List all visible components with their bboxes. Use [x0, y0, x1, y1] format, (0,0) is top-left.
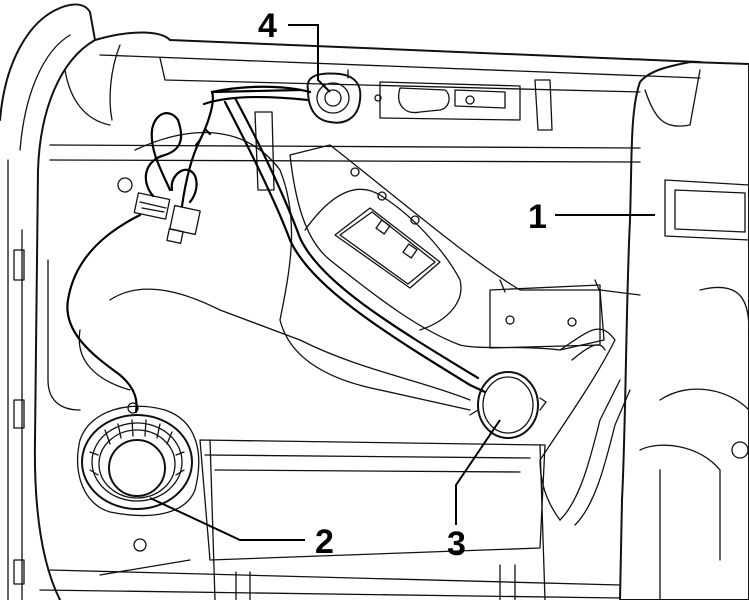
callout-2: 2: [149, 497, 334, 561]
callout-1-label: 1: [528, 198, 547, 236]
wire-grommet: [306, 69, 362, 124]
callout-1: 1: [528, 198, 655, 236]
door-trim-panel: [619, 61, 749, 600]
door-latch-mechanism: [254, 79, 553, 191]
window-channel: [49, 31, 701, 163]
door-pocket: [39, 177, 631, 600]
callout-4: 4: [258, 7, 331, 93]
woofer-speaker: [76, 402, 200, 517]
wiring-connectors: [133, 192, 201, 244]
door-frame: [0, 3, 96, 600]
tweeter-speaker: [469, 371, 547, 439]
callout-3: 3: [447, 419, 501, 563]
wiring-harness: [66, 85, 487, 414]
callout-3-leader: [455, 419, 501, 525]
callout-4-label: 4: [258, 7, 277, 45]
callout-4-leader: [288, 24, 331, 93]
callout-2-label: 2: [315, 523, 334, 561]
callout-2-leader: [149, 497, 305, 541]
callout-3-label: 3: [447, 525, 466, 563]
